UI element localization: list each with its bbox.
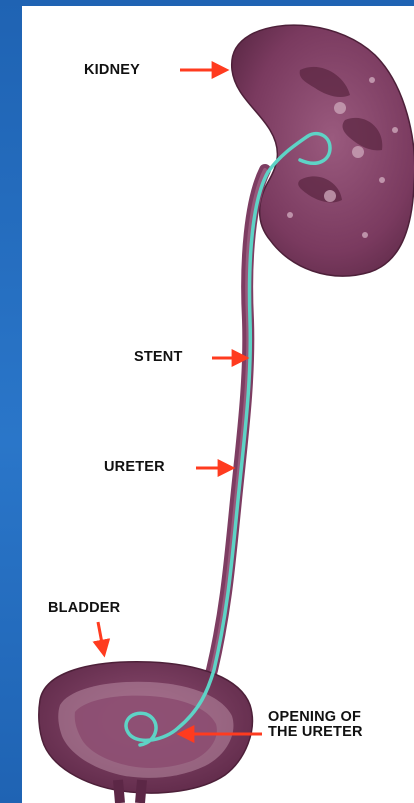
- kidney-label: KIDNEY: [84, 63, 140, 78]
- opening-label-line2: THE URETER: [268, 725, 414, 740]
- opening-label: OPENING OF THE URETER: [268, 710, 414, 740]
- ureter-tube: [195, 170, 265, 718]
- ureter-label: URETER: [104, 460, 165, 475]
- opening-label-line1: OPENING OF: [268, 710, 414, 725]
- bladder-label: BLADDER: [48, 601, 120, 616]
- bladder-shape: [39, 662, 253, 803]
- stent-label: STENT: [134, 350, 183, 365]
- bladder-arrow: [98, 622, 104, 654]
- kidney-shape: [232, 25, 414, 276]
